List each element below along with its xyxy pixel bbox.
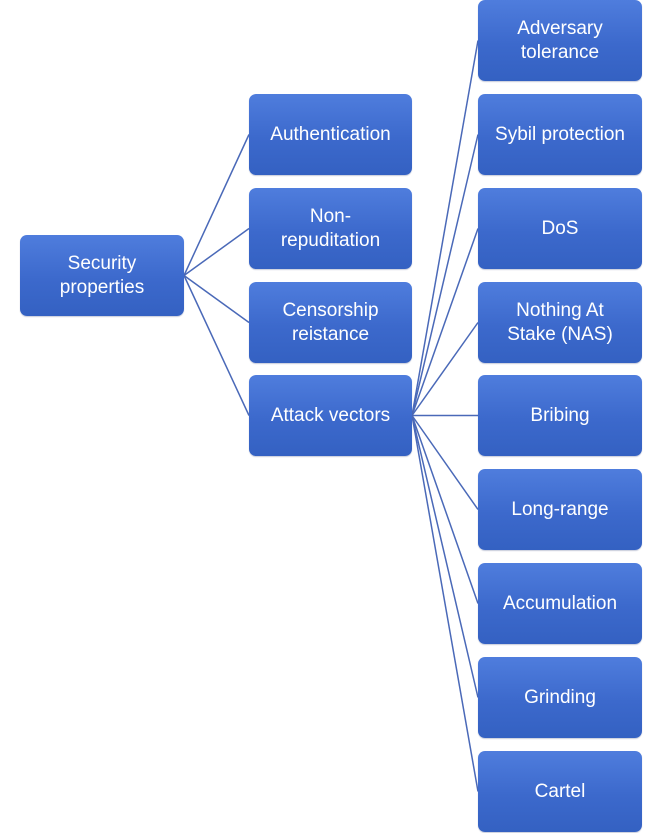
node-label: Cartel	[534, 780, 586, 802]
node-label: Sybil protection	[495, 123, 625, 145]
connector-attack-vectors-to-2	[411, 228, 479, 416]
node-label: Bribing	[530, 404, 590, 426]
node-label: Nothing At Stake (NAS)	[507, 299, 613, 345]
connector-attack-vectors-to-3	[411, 322, 479, 416]
node-label: Long-range	[511, 498, 609, 520]
node-label: Security properties	[59, 252, 145, 298]
connector-attack-vectors-to-1	[411, 134, 479, 416]
connector-attack-vectors-to-0	[411, 40, 479, 416]
node-label: DoS	[541, 217, 579, 239]
node-dos: DoS	[478, 188, 642, 269]
connector-root-to-level1-2	[183, 274, 250, 324]
node-label: Censorship reistance	[282, 299, 379, 345]
connector-root-to-level1-0	[183, 134, 250, 276]
node-adversary-tolerance: Adversary tolerance	[478, 0, 642, 81]
node-label: Accumulation	[502, 592, 618, 614]
node-bribing: Bribing	[478, 375, 642, 456]
node-non-repudiation: Non- repuditation	[249, 188, 412, 269]
node-censorship-resistance: Censorship reistance	[249, 282, 412, 363]
node-long-range: Long-range	[478, 469, 642, 550]
connector-attack-vectors-to-6	[411, 415, 479, 604]
connector-attack-vectors-to-8	[411, 415, 479, 792]
connector-attack-vectors-to-7	[411, 415, 479, 698]
node-attack-vectors: Attack vectors	[249, 375, 412, 456]
node-label: Adversary tolerance	[517, 17, 603, 63]
node-cartel: Cartel	[478, 751, 642, 832]
connector-root-to-level1-3	[183, 275, 250, 416]
node-label: Grinding	[524, 686, 596, 708]
node-sybil-protection: Sybil protection	[478, 94, 642, 175]
node-label: Authentication	[270, 123, 391, 145]
connector-root-to-level1-1	[183, 227, 250, 277]
node-accumulation: Accumulation	[478, 563, 642, 644]
connector-attack-vectors-to-5	[411, 415, 479, 510]
node-label: Non- repuditation	[280, 205, 381, 251]
node-authentication: Authentication	[249, 94, 412, 175]
node-grinding: Grinding	[478, 657, 642, 738]
node-label: Attack vectors	[270, 404, 391, 426]
node-nothing-at-stake: Nothing At Stake (NAS)	[478, 282, 642, 363]
node-security-properties: Security properties	[20, 235, 184, 316]
